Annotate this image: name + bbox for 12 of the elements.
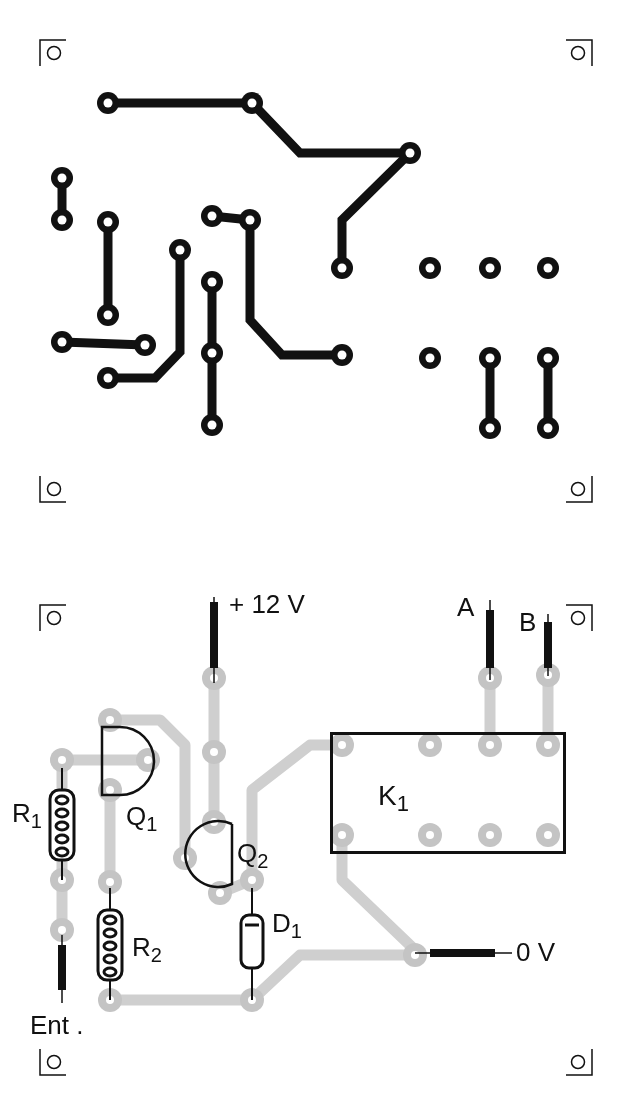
terminal-label: Ent . [30, 1012, 84, 1038]
component-label: D$_{1}$ [272, 910, 302, 941]
terminal-label: B [519, 609, 537, 635]
relay-outline [330, 732, 566, 854]
terminal-label: + 12 V [229, 591, 305, 617]
component-label: Q$_{1}$ [126, 803, 158, 834]
component-label: Q$_{2}$ [237, 840, 269, 871]
component-label: R$_{2}$ [132, 934, 162, 965]
terminal-label: 0 V [516, 939, 556, 965]
component-label: K$_{1}$ [378, 780, 409, 817]
terminal-label: A [457, 594, 475, 620]
component-label: R$_{1}$ [12, 800, 42, 831]
